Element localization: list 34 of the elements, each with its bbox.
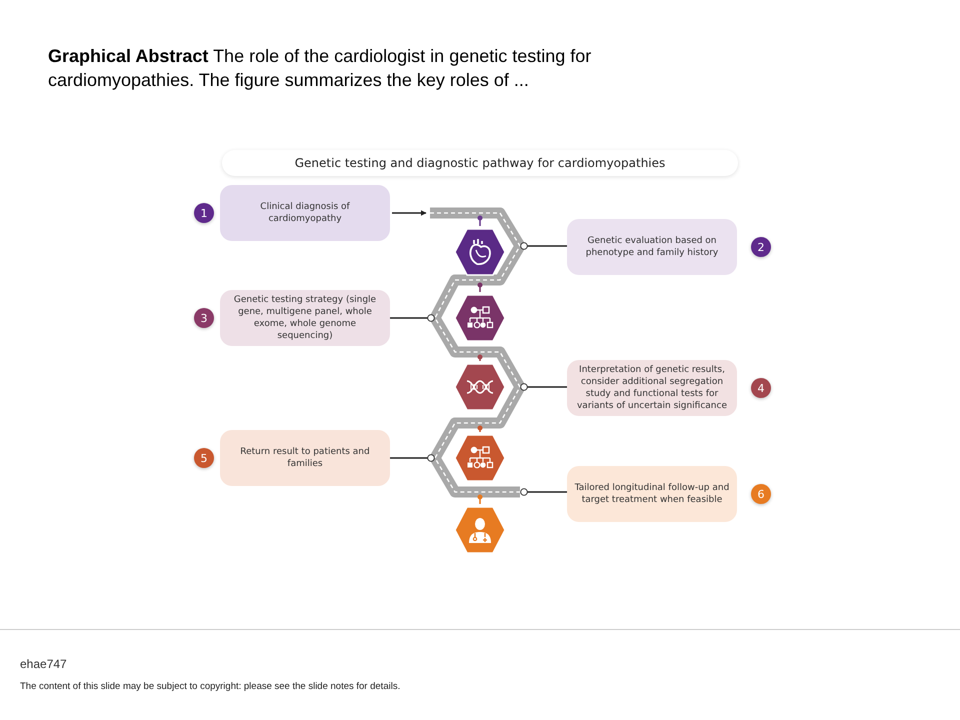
connector-line [390, 314, 435, 322]
step-box [567, 466, 737, 522]
step-number: 4 [751, 378, 771, 398]
connector-line [520, 488, 567, 496]
step-text: Genetic testing strategy (single gene, multigene panel, whole exome, whole genome sequencing) [232, 294, 378, 342]
step-number: 6 [751, 484, 771, 504]
step-text: Tailored longitudinal follow-up and target treatment when feasible [574, 482, 730, 506]
slide-title: Graphical Abstract The role of the cardiologist in genetic testing for cardiomyopathies. The figure summarizes the key roles of ... [48, 45, 592, 92]
step-text: Clinical diagnosis of cardiomyopathy [259, 200, 351, 226]
connector-stub [478, 494, 482, 504]
step-box [567, 219, 737, 275]
step-number: 2 [751, 237, 771, 257]
step-text: Return result to patients and families [239, 446, 371, 470]
step-number: 1 [194, 203, 214, 223]
connector-stub [478, 282, 482, 292]
connector-line [520, 383, 567, 391]
connector-stub [478, 426, 482, 432]
article-id: ehae747 [20, 657, 67, 671]
connector-stub [478, 216, 482, 226]
step-box [220, 290, 390, 346]
step-box [567, 360, 737, 416]
arrow [392, 210, 427, 216]
step-number: 5 [194, 448, 214, 468]
step-text: Interpretation of genetic results, consider additional segregation study and functional tests for variants of uncertain significance [576, 364, 728, 412]
connector-line [390, 454, 435, 462]
diagram-heading: Genetic testing and diagnostic pathway for cardiomyopathies [294, 156, 666, 170]
connector-line [520, 242, 567, 250]
copyright-note: The content of this slide may be subject to copyright: please see the slide notes for details. [20, 681, 400, 692]
road-path [430, 208, 526, 498]
step-number: 3 [194, 308, 214, 328]
step-box [220, 185, 390, 241]
step-box [220, 430, 390, 486]
connector-stub [478, 354, 482, 361]
step-text: Genetic evaluation based on phenotype and family history [584, 234, 720, 260]
